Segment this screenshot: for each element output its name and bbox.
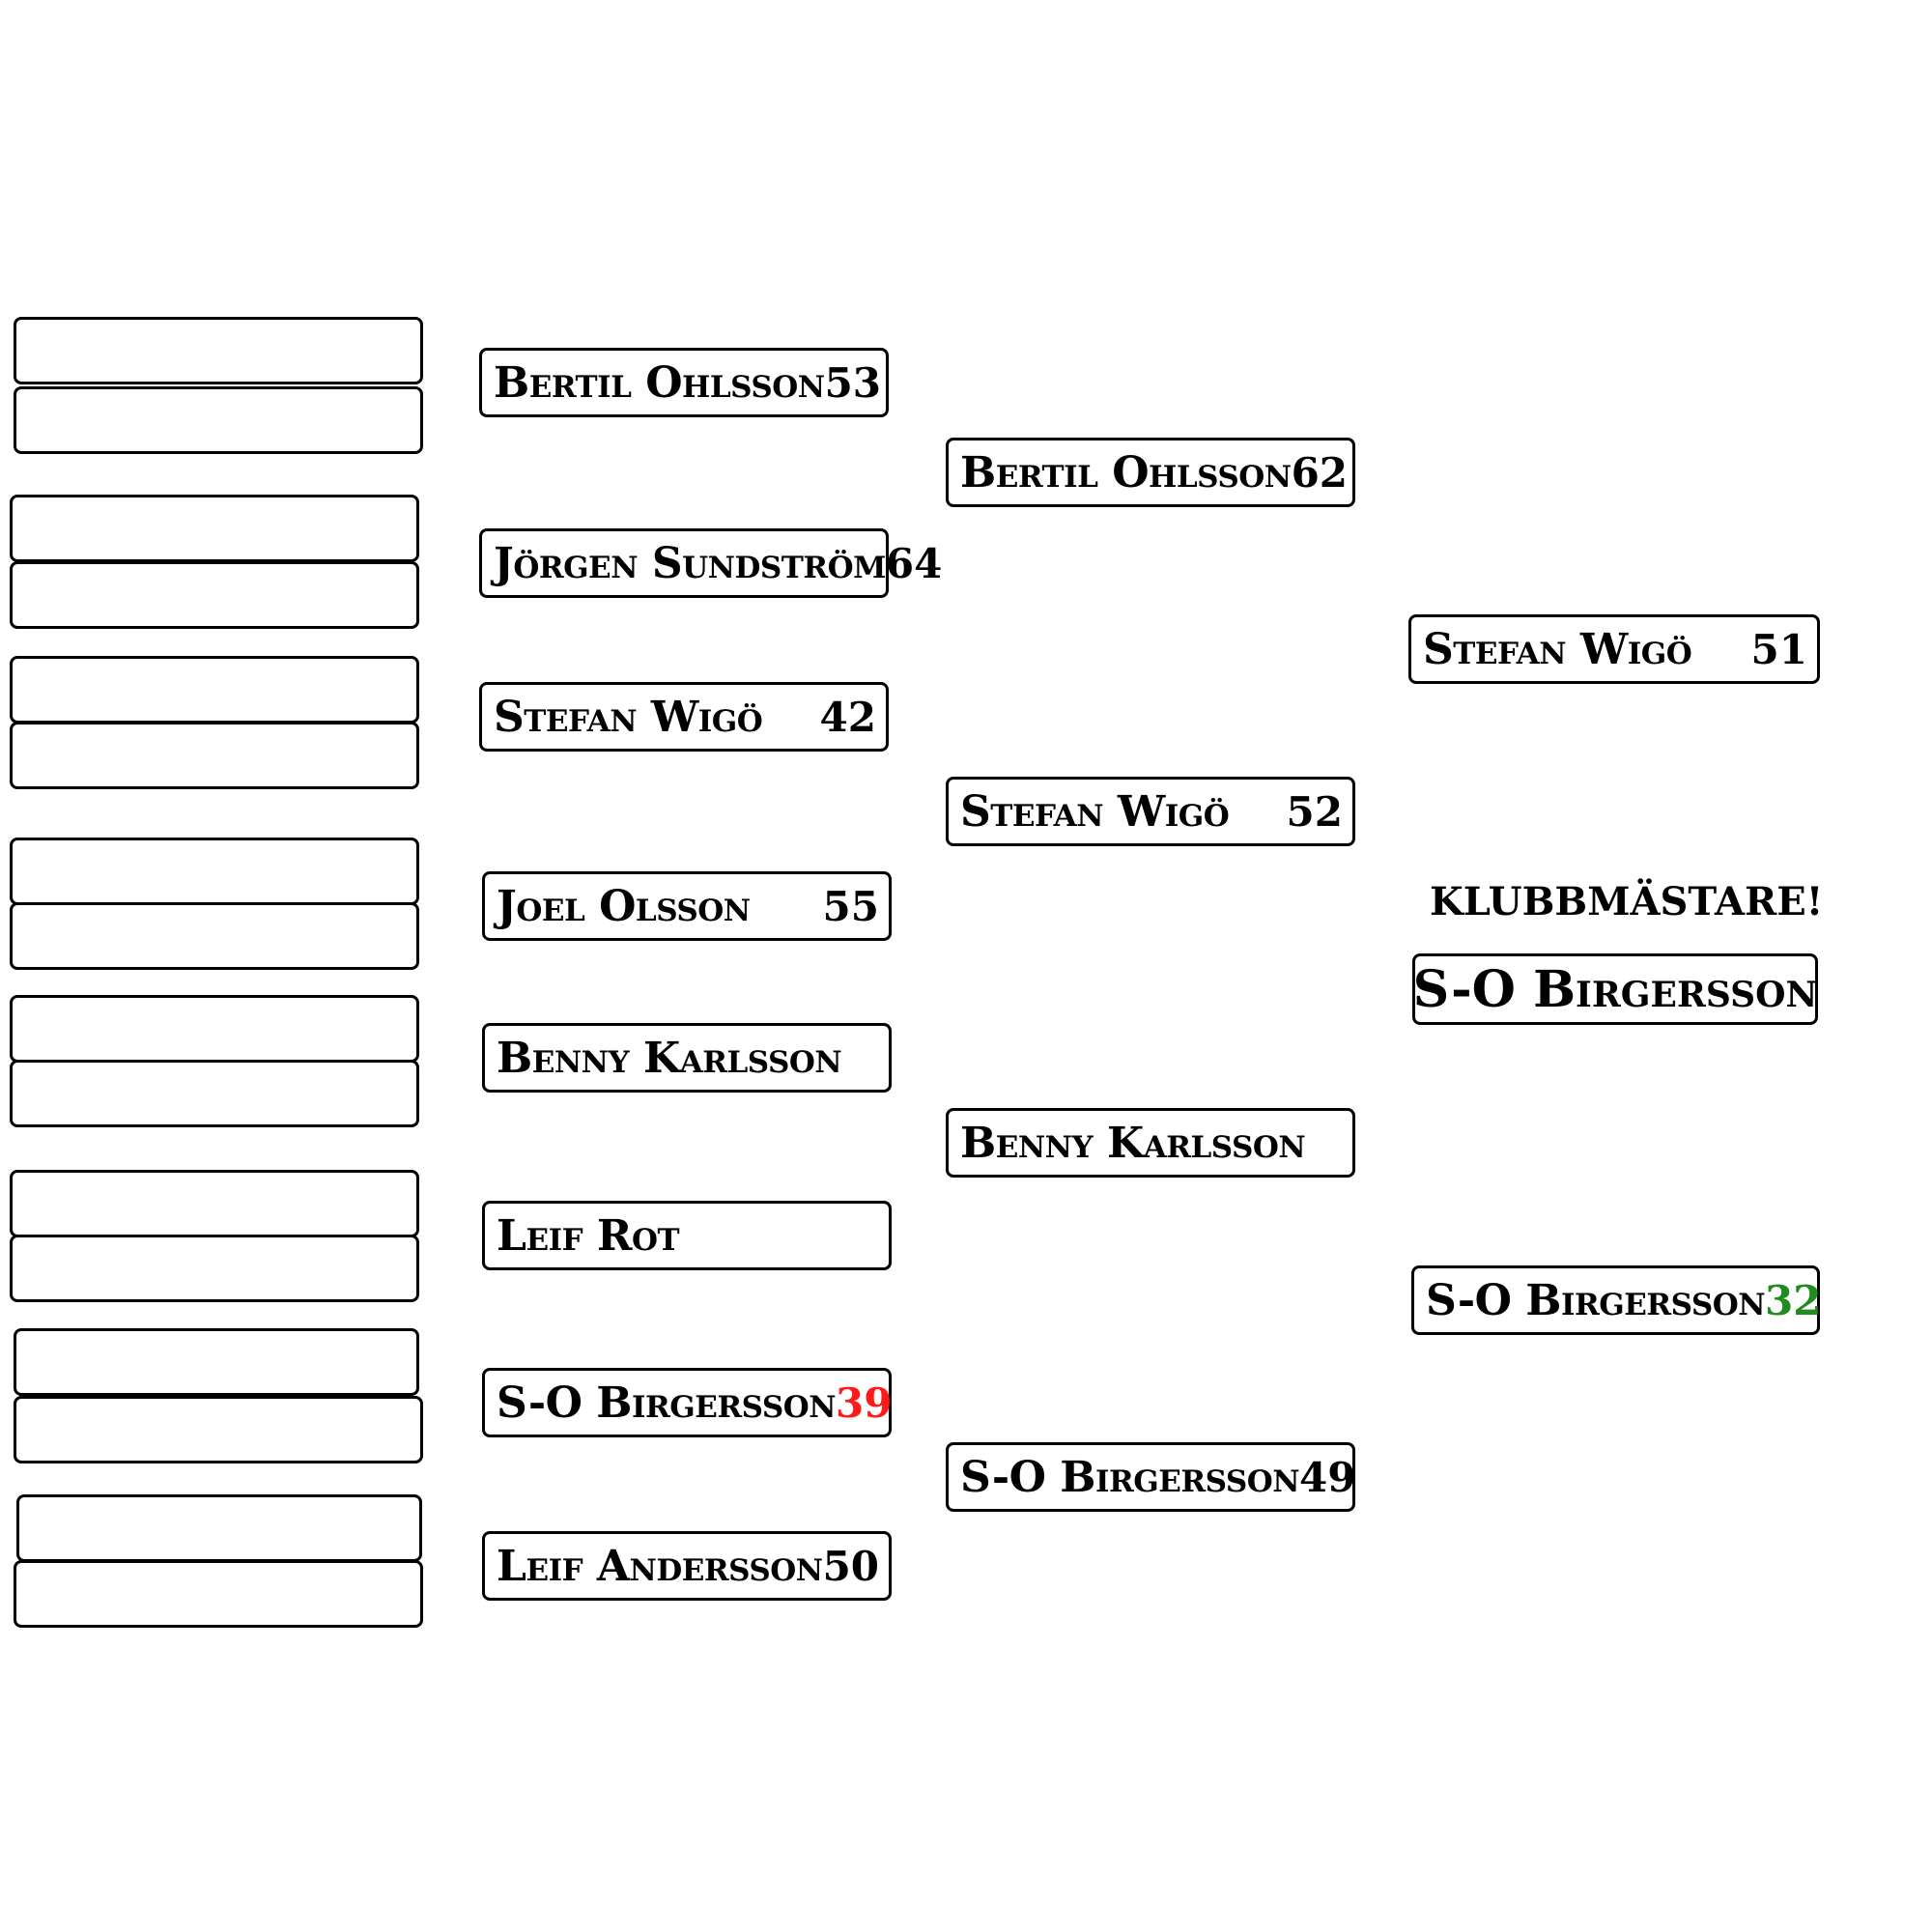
round-of-8-slot[interactable]: Benny Karlsson bbox=[482, 1023, 892, 1093]
player-score: 64 bbox=[885, 539, 943, 587]
first-round-slot[interactable] bbox=[16, 1494, 422, 1562]
player-score: 51 bbox=[1750, 625, 1807, 673]
player-score: 42 bbox=[819, 693, 876, 741]
player-name: S-O Birgersson bbox=[960, 1452, 1300, 1502]
first-round-slot[interactable] bbox=[10, 656, 419, 724]
player-name: Bertil Ohlsson bbox=[494, 357, 825, 408]
semifinal-slot[interactable]: Bertil Ohlsson 62 bbox=[946, 438, 1355, 507]
final-slot[interactable]: S-O Birgersson 32 bbox=[1411, 1265, 1822, 1335]
first-round-slot[interactable] bbox=[10, 838, 419, 905]
first-round-slot[interactable] bbox=[10, 1170, 419, 1237]
player-name: Stefan Wigö bbox=[1423, 624, 1692, 674]
player-name: Joel Olsson bbox=[497, 881, 751, 931]
champion-slot[interactable]: S-O Birgersson bbox=[1412, 953, 1818, 1025]
round-of-8-slot[interactable]: Joel Olsson 55 bbox=[482, 871, 892, 941]
first-round-slot[interactable] bbox=[10, 1060, 419, 1127]
player-name: Leif Andersson bbox=[497, 1541, 823, 1591]
player-score: 50 bbox=[822, 1542, 880, 1590]
player-score: 49 bbox=[1299, 1453, 1356, 1501]
first-round-slot[interactable] bbox=[10, 902, 419, 970]
semifinal-slot[interactable]: Stefan Wigö 52 bbox=[946, 777, 1355, 846]
first-round-slot[interactable] bbox=[10, 995, 419, 1063]
player-score: 32 bbox=[1765, 1276, 1822, 1324]
round-of-8-slot[interactable]: S-O Birgersson 39 bbox=[482, 1368, 893, 1437]
player-name: Bertil Ohlsson bbox=[960, 447, 1292, 497]
player-name: Stefan Wigö bbox=[960, 786, 1230, 837]
player-name: Leif Rot bbox=[497, 1210, 680, 1261]
player-score: 55 bbox=[822, 882, 879, 930]
first-round-slot[interactable] bbox=[10, 495, 419, 562]
player-name: Jörgen Sundström bbox=[494, 538, 886, 588]
semifinal-slot[interactable]: Benny Karlsson bbox=[946, 1108, 1355, 1178]
player-score: 39 bbox=[836, 1378, 893, 1427]
round-of-8-slot[interactable]: Bertil Ohlsson 53 bbox=[479, 348, 889, 417]
player-name: Benny Karlsson bbox=[497, 1033, 842, 1083]
first-round-slot[interactable] bbox=[10, 561, 419, 629]
player-name: S-O Birgersson bbox=[1426, 1275, 1766, 1325]
first-round-slot[interactable] bbox=[14, 317, 423, 384]
player-name: Benny Karlsson bbox=[960, 1118, 1306, 1168]
first-round-slot[interactable] bbox=[14, 1560, 423, 1628]
final-slot[interactable]: Stefan Wigö 51 bbox=[1408, 614, 1820, 684]
champion-name: S-O Birgersson bbox=[1412, 959, 1818, 1019]
first-round-slot[interactable] bbox=[14, 1328, 419, 1396]
round-of-8-slot[interactable]: Jörgen Sundström 64 bbox=[479, 528, 942, 598]
first-round-slot[interactable] bbox=[10, 1235, 419, 1302]
first-round-slot[interactable] bbox=[10, 722, 419, 789]
round-of-8-slot[interactable]: Leif Rot bbox=[482, 1201, 892, 1270]
champion-label: KLUBBMÄSTARE! bbox=[1430, 879, 1824, 924]
first-round-slot[interactable] bbox=[14, 1396, 423, 1463]
player-score: 53 bbox=[824, 358, 882, 407]
round-of-8-slot[interactable]: Leif Andersson 50 bbox=[482, 1531, 892, 1601]
round-of-8-slot[interactable]: Stefan Wigö 42 bbox=[479, 682, 889, 752]
semifinal-slot[interactable]: S-O Birgersson 49 bbox=[946, 1442, 1356, 1512]
player-score: 62 bbox=[1291, 448, 1349, 497]
first-round-slot[interactable] bbox=[14, 386, 423, 454]
player-score: 52 bbox=[1286, 787, 1343, 836]
player-name: Stefan Wigö bbox=[494, 692, 763, 742]
player-name: S-O Birgersson bbox=[497, 1378, 837, 1428]
